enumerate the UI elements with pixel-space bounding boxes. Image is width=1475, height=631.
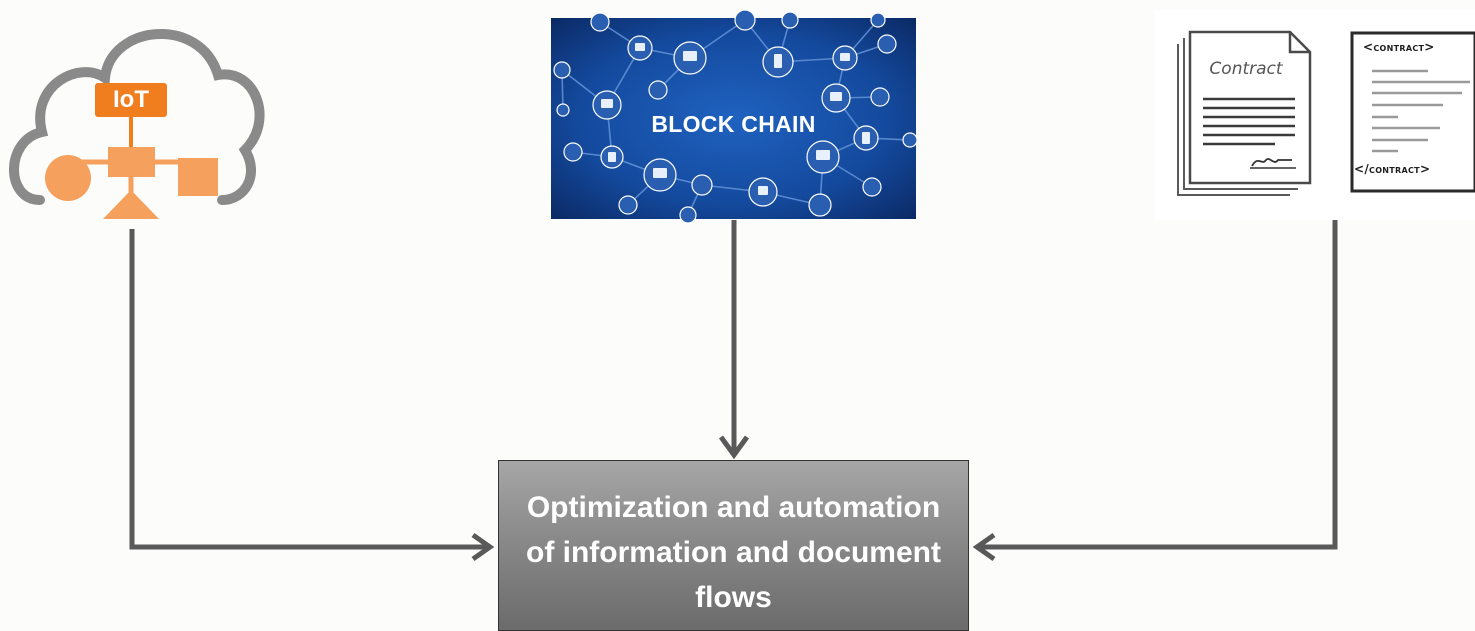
iot-node-circle bbox=[45, 155, 91, 201]
contract-arrowhead bbox=[972, 532, 996, 562]
iot-node-triangle bbox=[103, 190, 159, 219]
signature-mark bbox=[1251, 158, 1292, 167]
contract-tag-open: <contract> bbox=[1363, 40, 1435, 54]
iot-hub-square bbox=[108, 147, 155, 177]
contract-document-icon bbox=[1155, 10, 1475, 220]
iot-node-square bbox=[178, 158, 218, 196]
contract-tag-close: </contract> bbox=[1354, 162, 1431, 176]
iot-badge bbox=[95, 83, 167, 117]
blockchain-network-image bbox=[551, 9, 918, 224]
code-contract-document bbox=[1350, 31, 1475, 193]
contract-connector-arrow bbox=[977, 220, 1338, 550]
result-box: Optimization and automation of informati… bbox=[498, 460, 969, 631]
iot-connector-arrow bbox=[129, 229, 490, 550]
blockchain-arrowhead bbox=[718, 435, 750, 460]
result-box-text: Optimization and automation of informati… bbox=[526, 491, 941, 614]
iot-arrowhead bbox=[471, 532, 495, 562]
iot-cloud-icon bbox=[9, 28, 265, 219]
contract-document-title: Contract bbox=[1209, 59, 1283, 79]
